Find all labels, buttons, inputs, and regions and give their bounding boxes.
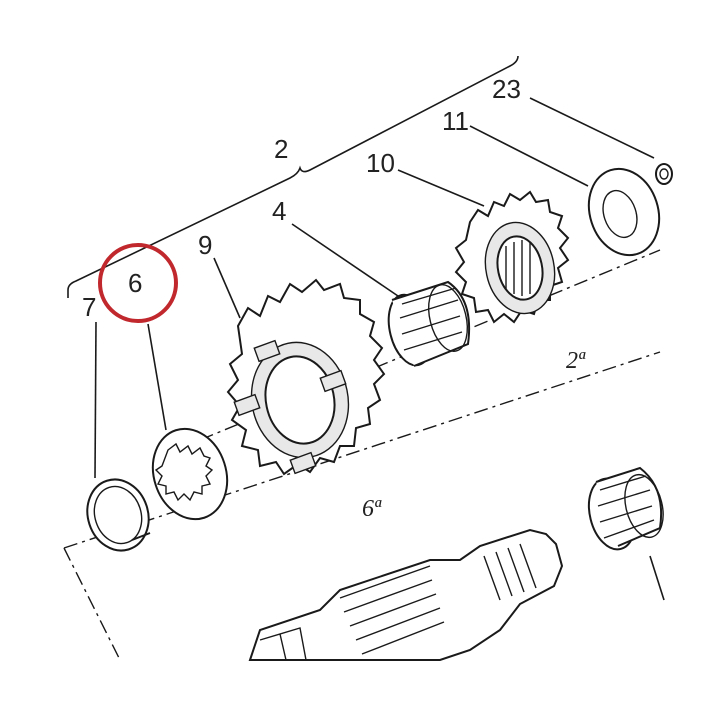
highlight-circle	[98, 243, 178, 323]
needle-bearing-part	[387, 280, 471, 367]
callout-10: 10	[366, 148, 395, 178]
leader-10	[397, 169, 485, 207]
leader-lower	[649, 555, 665, 601]
leader-4	[291, 223, 399, 297]
callout-7: 7	[82, 292, 96, 322]
callout-9: 9	[198, 230, 212, 260]
callout-11: 11	[442, 106, 469, 136]
lower-needle-bearing-part	[587, 466, 664, 551]
callout-2: 2	[274, 134, 288, 164]
circlip-part	[86, 478, 151, 552]
callout-6: 6	[128, 268, 142, 298]
callout-4: 4	[272, 196, 286, 226]
leader-lines	[94, 97, 665, 601]
callout-labels: 2 11 23 10 4 9 6 7	[82, 74, 521, 322]
leader-23	[529, 97, 655, 159]
callout-23: 23	[492, 74, 521, 104]
assembly-bracket	[67, 55, 519, 298]
gear-labels: 2ª 6ª	[362, 348, 586, 522]
thrust-washer-part	[587, 167, 661, 257]
leader-11	[469, 125, 589, 187]
sixth-gear-part	[226, 278, 386, 476]
part-23-edge	[655, 163, 673, 185]
leader-7	[94, 321, 97, 479]
leader-6	[147, 323, 167, 431]
gear-label-sixth: 6ª	[362, 496, 382, 522]
gear-label-second: 2ª	[566, 348, 586, 374]
second-gear-part	[454, 190, 570, 324]
leader-9	[213, 257, 241, 319]
splined-shaft-part	[248, 528, 564, 661]
splined-washer-part	[151, 427, 229, 521]
